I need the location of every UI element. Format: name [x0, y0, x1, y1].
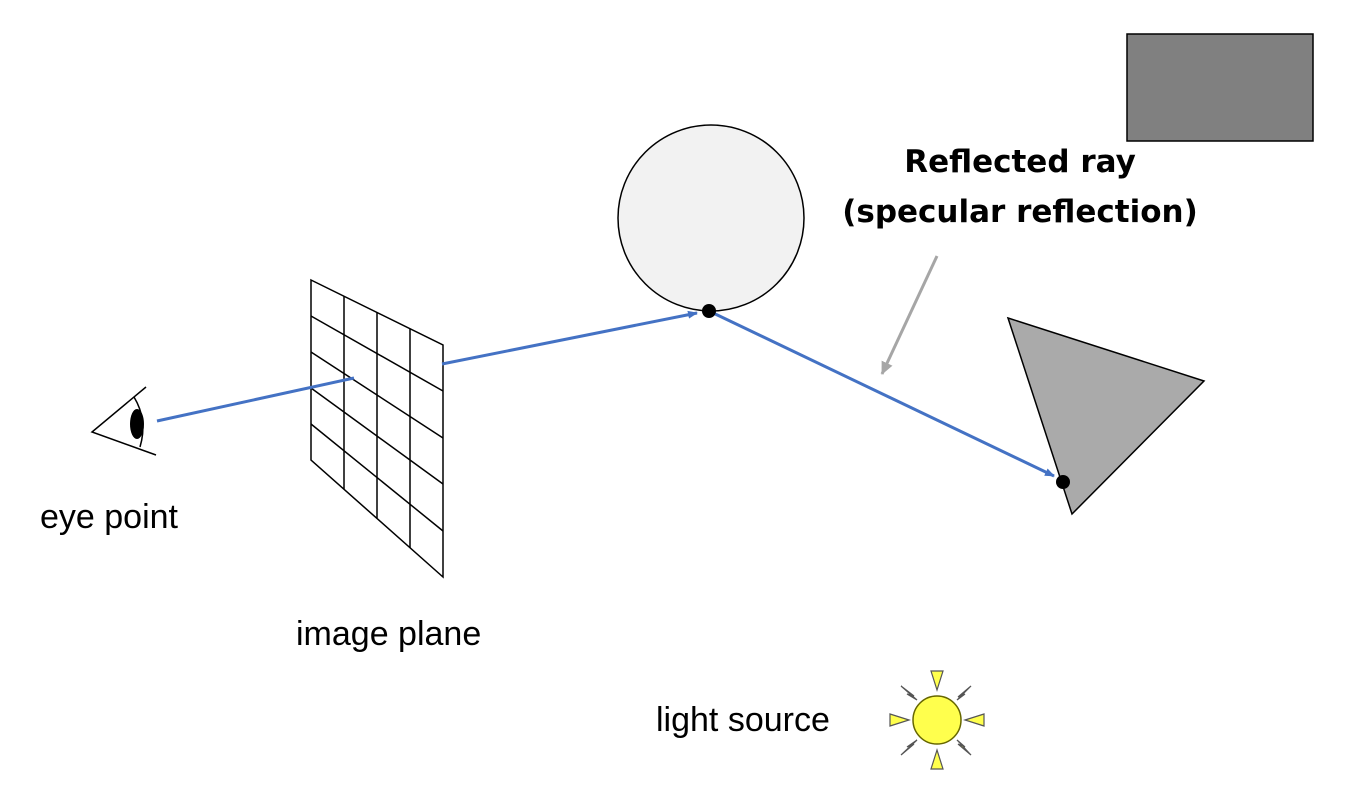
- image-plane-label: image plane: [296, 615, 481, 653]
- eye-icon: [90, 386, 157, 456]
- triangle-hit-point: [1056, 475, 1070, 489]
- image-plane-grid: [310, 278, 444, 579]
- light-source-label: light source: [656, 701, 830, 739]
- rectangle-object: [1126, 33, 1314, 142]
- eye-point-label: eye point: [40, 498, 179, 536]
- primary-ray-segment-2: [441, 310, 698, 366]
- primary-ray-segment-1: [156, 376, 355, 423]
- annotation-arrow: [880, 255, 939, 375]
- sun-icon: [889, 670, 985, 770]
- sphere-hit-point: [702, 304, 716, 318]
- reflected-ray: [708, 309, 1055, 478]
- reflected-ray-label-line2: (specular reflection): [842, 194, 1198, 230]
- reflected-ray-label-line1: Reflected ray: [904, 144, 1136, 180]
- sphere-object: [617, 124, 805, 312]
- triangle-object: [1006, 316, 1206, 516]
